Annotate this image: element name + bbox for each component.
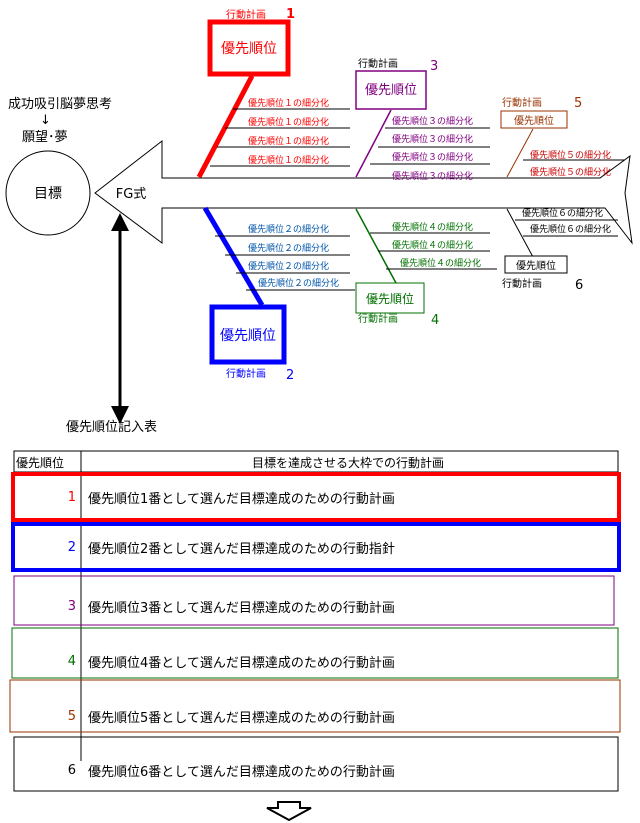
table-row-6-number: 6 [67, 762, 76, 778]
chain-bottom-label: 願望･夢 [22, 129, 68, 145]
branch-1-number: 1 [286, 7, 295, 22]
branch-1-box [207, 19, 291, 77]
branch-5-line [506, 128, 534, 178]
branch-4-plan-label: 行動計画 [358, 312, 398, 325]
table-row-2-text: 優先順位2番として選んだ目標達成のための行動指針 [88, 541, 395, 557]
table-row-4-text: 優先順位4番として選んだ目標達成のための行動計画 [88, 655, 395, 671]
fish-body [94, 139, 633, 245]
branch-4-box-label: 優先順位 [366, 291, 414, 306]
branch-1-plan-label: 行動計画 [226, 8, 266, 21]
table-row-3-text: 優先順位3番として選んだ目標達成のための行動計画 [88, 600, 395, 616]
branch-2-detail: 優先順位２の細分化 [258, 277, 339, 289]
branch-3-detail: 優先順位３の細分化 [392, 151, 473, 163]
table-row-4-frame [11, 627, 619, 679]
table-row-3-frame [13, 575, 615, 626]
branch-5-number: 5 [574, 96, 582, 111]
branch-3-box-label: 優先順位 [365, 83, 417, 98]
branch-4-detail: 優先順位４の細分化 [392, 221, 473, 233]
table-row-6-frame [13, 736, 619, 792]
branch-2-details: 優先順位２の細分化 優先順位２の細分化 優先順位２の細分化 優先順位２の細分化 [215, 223, 355, 291]
branch-2-number: 2 [286, 368, 294, 383]
branch-3-detail: 優先順位３の細分化 [392, 115, 473, 127]
branch-3-detail: 優先順位３の細分化 [392, 170, 473, 182]
table-row-5-number: 5 [67, 708, 76, 724]
branch-1-line [196, 74, 255, 179]
goal-circle-label: 目標 [34, 186, 62, 202]
table-header-plan: 目標を達成させる大枠での行動計画 [252, 455, 444, 470]
branch-4-number: 4 [431, 313, 439, 328]
branch-2-line [202, 206, 265, 307]
branch-1-detail: 優先順位１の細分化 [248, 97, 329, 109]
branch-3-box [355, 70, 427, 110]
table-row-4-number: 4 [67, 653, 76, 669]
branch-5-detail: 優先順位５の細分化 [530, 166, 611, 178]
table-row-1-text: 優先順位1番として選んだ目標達成のための行動計画 [88, 491, 395, 507]
table-row-2-number: 2 [67, 539, 76, 555]
branch-5-box [500, 110, 568, 129]
branch-2-detail: 優先順位２の細分化 [248, 260, 329, 272]
branch-3-details: 優先順位３の細分化 優先順位３の細分化 優先順位３の細分化 優先順位３の細分化 [370, 115, 490, 182]
branch-5-detail: 優先順位５の細分化 [530, 149, 611, 161]
branch-6-plan-label: 行動計画 [502, 277, 542, 290]
branch-4-details: 優先順位４の細分化 優先順位４の細分化 優先順位４の細分化 [370, 221, 497, 270]
branch-6-detail: 優先順位６の細分化 [530, 223, 611, 235]
branch-5-details: 優先順位５の細分化 優先順位５の細分化 [523, 149, 625, 178]
table-row-1-number: 1 [67, 489, 76, 505]
branch-3-line [355, 109, 392, 178]
branch-4-line [355, 208, 397, 284]
branch-4-detail: 優先順位４の細分化 [392, 239, 473, 251]
table-row-1-frame [11, 472, 621, 522]
table-row-2-frame [11, 522, 621, 572]
branch-2-plan-label: 行動計画 [226, 367, 266, 380]
chain-down-arrow-icon: ↓ [40, 113, 51, 128]
branch-2-box [209, 304, 287, 365]
branch-5-plan-label: 行動計画 [502, 96, 542, 109]
branch-6-number: 6 [575, 278, 583, 293]
branch-3-number: 3 [430, 59, 438, 74]
branch-3-detail: 優先順位３の細分化 [392, 133, 473, 145]
table-caption: 優先順位記入表 [66, 419, 157, 435]
fish-head-label: FG式 [116, 187, 147, 202]
branch-1-box-label: 優先順位 [221, 41, 277, 57]
branch-1-detail: 優先順位１の細分化 [248, 154, 329, 166]
branch-6-box-label: 優先順位 [516, 259, 556, 272]
table-row-5-frame [9, 679, 621, 733]
branch-2-detail: 優先順位２の細分化 [248, 242, 329, 254]
branch-2-box-label: 優先順位 [220, 328, 276, 344]
branch-6-line [506, 208, 534, 258]
branch-4-detail: 優先順位４の細分化 [400, 257, 481, 269]
chain-top-label: 成功吸引脳夢思考 [8, 97, 112, 112]
table-header-priority: 優先順位 [16, 455, 64, 470]
goal-circle [5, 150, 91, 236]
branch-5-box-label: 優先順位 [514, 114, 554, 127]
table-row-6-text: 優先順位6番として選んだ目標達成のための行動計画 [88, 764, 395, 780]
branch-4-box [355, 282, 425, 314]
branch-6-detail: 優先順位６の細分化 [522, 207, 603, 219]
branch-6-box [504, 255, 568, 274]
branch-1-detail: 優先順位１の細分化 [248, 135, 329, 147]
table-row-3-number: 3 [67, 598, 76, 614]
branch-1-details: 優先順位１の細分化 優先順位１の細分化 優先順位１の細分化 優先順位１の細分化 [210, 97, 350, 167]
branch-2-detail: 優先順位２の細分化 [248, 223, 329, 235]
branch-1-detail: 優先順位１の細分化 [248, 116, 329, 128]
branch-6-details: 優先順位６の細分化 優先順位６の細分化 [515, 207, 618, 237]
table-row-5-text: 優先順位5番として選んだ目標達成のための行動計画 [88, 710, 395, 726]
branch-3-plan-label: 行動計画 [358, 57, 398, 70]
hollow-down-arrow-icon [266, 801, 312, 822]
